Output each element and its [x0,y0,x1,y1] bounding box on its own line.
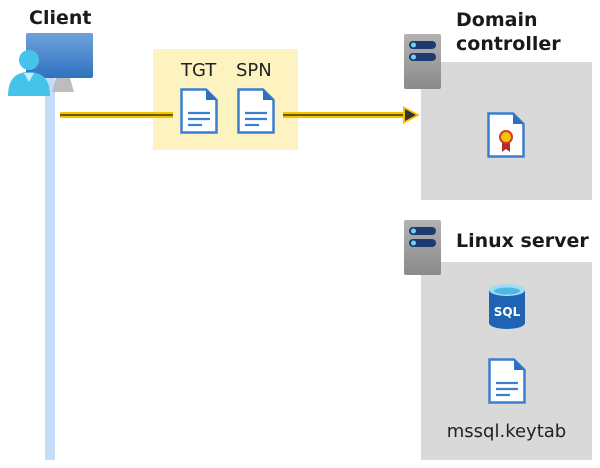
keytab-file-label: mssql.keytab [446,421,567,442]
title-line-2: controller [456,33,561,55]
client-lifeline [45,78,55,460]
request-arrow [60,106,420,124]
title-line-1: Domain [456,9,538,31]
sql-database-icon: SQL [489,284,525,329]
domain-controller-server-icon [404,34,441,89]
user-computer-icon [8,33,93,96]
linux-server-icon [404,220,441,275]
ticket-panel [153,49,298,150]
keytab-document-icon [488,358,526,404]
svg-text:SQL: SQL [494,305,521,319]
certificate-document-icon [487,112,525,158]
tgt-label: TGT [181,60,217,81]
linux-server-title: Linux server [456,230,589,252]
tgt-document-icon [180,88,218,134]
spn-label: SPN [236,60,272,81]
client-title: Client [29,7,92,29]
spn-document-icon [237,88,275,134]
